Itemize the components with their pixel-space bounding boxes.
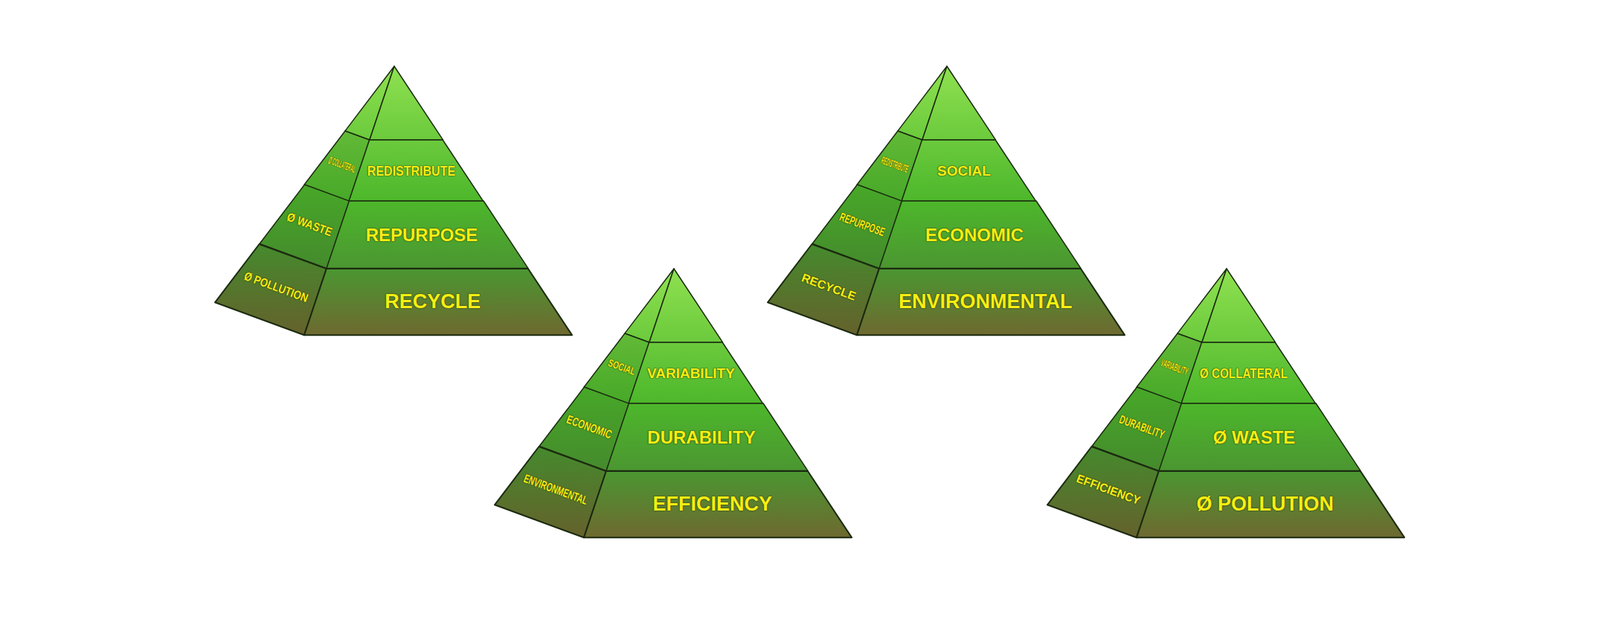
- pyramid-front-band: Ø COLLATERAL: [1181, 342, 1316, 404]
- pyramid-front-band: VARIABILITY: [628, 342, 764, 404]
- band-label: Ø WASTE: [1213, 428, 1296, 447]
- band-label: ECONOMIC: [925, 226, 1024, 244]
- pyramid-front-band: Ø WASTE: [1158, 403, 1361, 471]
- band-outline: [326, 200, 529, 269]
- band-label: VARIABILITY: [647, 365, 735, 381]
- pyramid-front-band: DURABILITY: [606, 403, 808, 471]
- pyramid-front-band: REDISTRIBUTE: [348, 139, 484, 201]
- pyramid-tip: [649, 268, 724, 343]
- band-outline: [628, 342, 764, 404]
- pyramid-front-band: ECONOMIC: [879, 200, 1081, 269]
- band-outline: [879, 200, 1081, 269]
- band-label: SOCIAL: [937, 163, 991, 178]
- pyramid-front-band: ENVIRONMENTAL: [856, 268, 1125, 335]
- band-outline: [1136, 470, 1405, 538]
- band-label: Ø COLLATERAL: [1199, 365, 1288, 381]
- band-outline: [606, 403, 808, 471]
- pyramid-front-band: REPURPOSE: [326, 200, 529, 269]
- pyramid-front-band: RECYCLE: [304, 268, 573, 335]
- band-label: REDISTRIBUTE: [367, 163, 456, 178]
- band-outline: [901, 139, 1037, 201]
- pyramid-tip: [369, 66, 444, 140]
- pyramid-front-band: EFFICIENCY: [583, 470, 852, 538]
- band-label: EFFICIENCY: [652, 493, 773, 514]
- band-outline: [304, 268, 573, 335]
- band-label: Ø POLLUTION: [1196, 493, 1334, 514]
- pyramid-tip: [1202, 268, 1276, 343]
- pyramid-front-band: SOCIAL: [901, 139, 1037, 201]
- pyramid-tip: [922, 66, 997, 140]
- band-label: ENVIRONMENTAL: [898, 291, 1073, 312]
- band-label: RECYCLE: [384, 291, 481, 312]
- band-label: REPURPOSE: [365, 226, 479, 244]
- band-outline: [856, 268, 1125, 335]
- band-outline: [583, 470, 852, 538]
- band-outline: [348, 139, 484, 201]
- band-outline: [1181, 342, 1316, 404]
- band-label: DURABILITY: [647, 428, 755, 447]
- pyramid-front-band: Ø POLLUTION: [1136, 470, 1405, 538]
- band-outline: [1158, 403, 1361, 471]
